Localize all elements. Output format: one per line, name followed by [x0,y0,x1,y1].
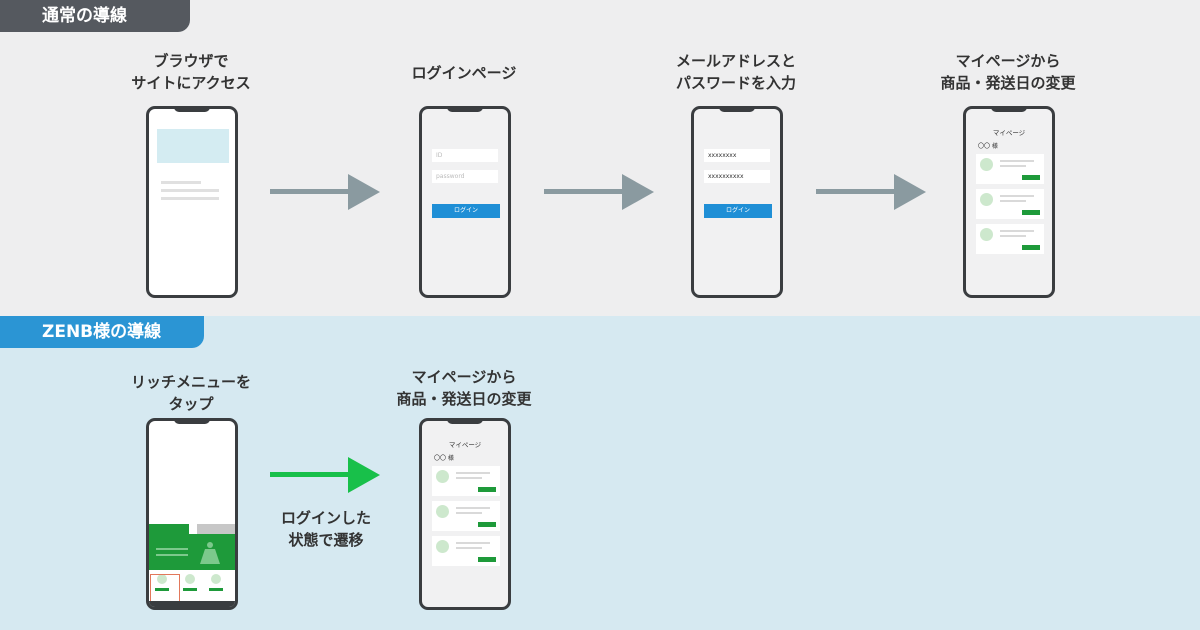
text-line [456,472,490,474]
change-button[interactable] [478,487,496,492]
step-title-mypage-zenb: マイページから 商品・発送日の変更 [396,368,532,408]
zenb-flow-label: ZENB様の導線 [0,316,204,348]
phone-notch [447,421,483,424]
text-line [1000,160,1034,162]
phone-credentials-entered: xxxxxxxx xxxxxxxxxx ログイン [691,106,783,298]
subscription-card[interactable] [976,224,1044,254]
phone-bottom-bar [149,601,235,607]
text-line [161,181,201,184]
subscription-card[interactable] [432,501,500,531]
flow-arrow-1 [270,174,380,210]
normal-flow-label: 通常の導線 [0,0,190,32]
id-field[interactable]: ID [432,149,498,162]
phone-notch [991,109,1027,112]
flow-arrow-3 [816,174,926,210]
text-line [156,554,188,556]
text-line [161,197,219,200]
product-thumbnail [436,505,449,518]
phone-notch [174,109,210,112]
menu-item-icon[interactable] [185,574,195,584]
text-line [161,189,219,192]
tap-highlight [150,574,180,603]
subscription-card[interactable] [976,189,1044,219]
text-line [456,477,482,479]
product-thumbnail [436,540,449,553]
menu-item-label-line [155,588,169,591]
mypage-user-label: 〇〇 様 [434,455,454,462]
menu-item-icon[interactable] [157,574,167,584]
change-button[interactable] [1022,210,1040,215]
subscription-card[interactable] [432,466,500,496]
product-thumbnail [980,228,993,241]
password-field[interactable]: xxxxxxxxxx [704,170,770,183]
login-button[interactable]: ログイン [704,204,772,218]
phone-rich-menu [146,418,238,610]
rich-menu-banner[interactable] [149,534,235,570]
text-line [156,548,188,550]
password-field[interactable]: password [432,170,498,183]
step-title-login-page: ログインページ [411,64,517,82]
text-line [1000,230,1034,232]
step-title-browser: ブラウザで サイトにアクセス [131,52,251,92]
phone-browser [146,106,238,298]
menu-item-label-line [183,588,197,591]
phone-login-page: ID password ログイン [419,106,511,298]
mypage-user-label: 〇〇 様 [978,143,998,150]
product-thumbnail [980,158,993,171]
subscription-card[interactable] [976,154,1044,184]
product-thumbnail [980,193,993,206]
text-line [456,547,482,549]
text-line [456,512,482,514]
text-line [1000,235,1026,237]
phone-notch [447,109,483,112]
step-title-rich-menu: リッチメニューを タップ [130,373,251,413]
dress-icon [200,542,220,564]
change-button[interactable] [478,522,496,527]
text-line [456,542,490,544]
phone-mypage-zenb: マイページ 〇〇 様 [419,418,511,610]
mypage-title: マイページ [992,129,1026,137]
step-title-enter-credentials: メールアドレスと パスワードを入力 [675,52,796,92]
change-button[interactable] [1022,175,1040,180]
zenb-flow-arrow [270,457,380,493]
step-title-mypage: マイページから 商品・発送日の変更 [940,52,1076,92]
text-line [1000,165,1026,167]
logged-in-transition-note: ログインした 状態で遷移 [280,509,371,549]
text-line [1000,200,1026,202]
text-line [1000,195,1034,197]
id-field[interactable]: xxxxxxxx [704,149,770,162]
menu-item-icon[interactable] [211,574,221,584]
hero-image-placeholder [157,129,229,163]
product-thumbnail [436,470,449,483]
change-button[interactable] [1022,245,1040,250]
phone-notch [719,109,755,112]
menu-item-label-line [209,588,223,591]
subscription-card[interactable] [432,536,500,566]
rich-menu-tab[interactable] [197,524,235,534]
change-button[interactable] [478,557,496,562]
login-button[interactable]: ログイン [432,204,500,218]
phone-notch [174,421,210,424]
flow-arrow-2 [544,174,654,210]
rich-menu-tab-active[interactable] [149,524,189,534]
phone-mypage: マイページ 〇〇 様 [963,106,1055,298]
mypage-title: マイページ [448,441,482,449]
text-line [456,507,490,509]
